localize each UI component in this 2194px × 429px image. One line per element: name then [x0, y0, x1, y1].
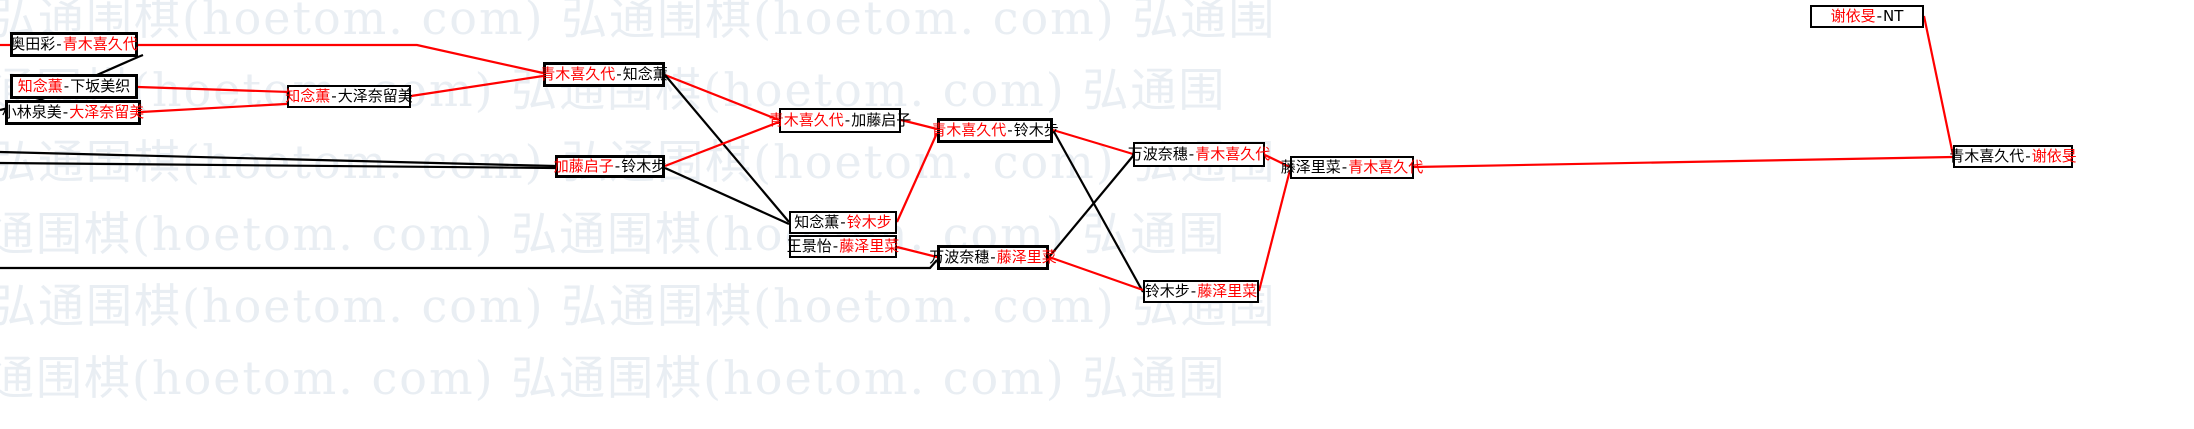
player-left: 小林泉美: [1, 103, 62, 121]
bracket-connector: [410, 74, 544, 98]
bracket-connector: [664, 120, 780, 168]
bracket-connector: [138, 43, 544, 75]
match-box[interactable]: 万波奈穗-藤泽里菜: [929, 245, 1057, 270]
bracket-connector: [1048, 155, 1134, 258]
watermark-text: 弘通围棋(hoetom. com) 弘通围棋(hoetom. com) 弘通围: [0, 207, 1227, 261]
bracket-connector: [1922, 15, 1955, 156]
player-right: 青木喜久代: [1348, 158, 1424, 176]
match-box[interactable]: 万波奈穗-青木喜久代: [1128, 142, 1270, 167]
bracket-connector: [664, 74, 790, 223]
match-box[interactable]: 加藤启子-铃木步: [553, 155, 667, 178]
player-separator: -: [616, 65, 622, 83]
watermark-text: 弘通围棋(hoetom. com) 弘通围棋(hoetom. com) 弘通围: [0, 135, 1274, 189]
bracket-connector: [0, 150, 556, 168]
player-separator: -: [614, 157, 621, 175]
player-separator: -: [1188, 145, 1195, 163]
player-left: 知念薫: [794, 213, 840, 231]
player-left: 青木喜久代: [1949, 147, 2025, 165]
player-separator: -: [1876, 7, 1883, 25]
player-separator: -: [63, 77, 70, 95]
match-box[interactable]: 奥田彩-青木喜久代: [10, 32, 138, 57]
player-separator: -: [2025, 147, 2031, 165]
player-separator: -: [990, 248, 996, 266]
player-left: 青木喜久代: [931, 121, 1007, 139]
watermark-text: 弘通围棋(hoetom. com) 弘通围棋(hoetom. com) 弘通围: [0, 351, 1227, 405]
bracket-connector: [1257, 169, 1292, 292]
player-left: 谢依旻: [1830, 7, 1876, 25]
bracket-connector: [0, 259, 938, 270]
player-separator: -: [840, 213, 846, 231]
player-left: 青木喜久代: [768, 111, 844, 129]
player-right: 大泽奈留美: [69, 103, 145, 121]
match-box[interactable]: 知念薫-下坂美织: [10, 74, 138, 99]
player-left: 加藤启子: [553, 157, 614, 175]
player-separator: -: [844, 111, 851, 129]
player-right: 铃木步: [621, 157, 667, 175]
match-box[interactable]: 青木喜久代-谢依旻: [1949, 145, 2077, 168]
player-separator: -: [1190, 282, 1197, 300]
player-left: 知念薫: [285, 87, 331, 105]
bracket-connector: [0, 161, 556, 170]
bracket-connector: [664, 166, 790, 226]
player-separator: -: [1341, 158, 1348, 176]
player-separator: -: [62, 103, 69, 121]
player-left: 万波奈穗: [1127, 145, 1188, 163]
match-box[interactable]: 青木喜久代-知念薫: [540, 62, 668, 87]
bracket-connector: [1048, 255, 1144, 292]
player-left: 王景怡: [786, 237, 832, 255]
match-box[interactable]: 小林泉美-大泽奈留美: [1, 100, 145, 125]
player-left: 藤泽里菜: [1280, 158, 1341, 176]
player-right: 藤泽里菜: [996, 248, 1057, 266]
match-box[interactable]: 青木喜久代-加藤启子: [769, 108, 911, 133]
player-right: 藤泽里菜: [839, 237, 900, 255]
player-left: 奥田彩: [10, 35, 56, 53]
player-right: 大泽奈留美: [337, 87, 413, 105]
bracket-connector: [895, 132, 939, 223]
player-right: 知念薫: [622, 65, 668, 83]
player-right: 下坂美织: [70, 77, 131, 95]
player-left: 万波奈穗: [929, 248, 990, 266]
watermark-text: 弘通围棋(hoetom. com) 弘通围棋(hoetom. com) 弘通围: [0, 279, 1277, 333]
player-right: 藤泽里菜: [1197, 282, 1258, 300]
player-right: 加藤启子: [851, 111, 912, 129]
player-separator: -: [832, 237, 839, 255]
player-left: 铃木步: [1144, 282, 1190, 300]
match-box[interactable]: 知念薫-大泽奈留美: [285, 85, 413, 108]
match-box[interactable]: 谢依旻-NT: [1810, 5, 1924, 28]
player-right: 青木喜久代: [1195, 145, 1271, 163]
player-right: 铃木步: [1013, 121, 1059, 139]
player-right: 铃木步: [846, 213, 892, 231]
bracket-connector: [1413, 155, 1954, 169]
bracket-connector: [664, 73, 780, 122]
player-left: 知念薫: [17, 77, 63, 95]
player-right: 青木喜久代: [62, 35, 138, 53]
player-right: 谢依旻: [2031, 147, 2077, 165]
player-right: NT: [1883, 7, 1904, 25]
player-left: 青木喜久代: [540, 65, 616, 83]
match-box[interactable]: 青木喜久代-铃木步: [931, 118, 1059, 143]
bracket-connector: [1052, 128, 1134, 156]
match-box[interactable]: 铃木步-藤泽里菜: [1143, 280, 1259, 303]
player-separator: -: [331, 87, 337, 105]
match-box[interactable]: 藤泽里菜-青木喜久代: [1281, 156, 1423, 179]
match-box[interactable]: 知念薫-铃木步: [789, 211, 897, 234]
player-separator: -: [56, 35, 62, 53]
player-separator: -: [1007, 121, 1013, 139]
match-box[interactable]: 王景怡-藤泽里菜: [786, 235, 900, 258]
